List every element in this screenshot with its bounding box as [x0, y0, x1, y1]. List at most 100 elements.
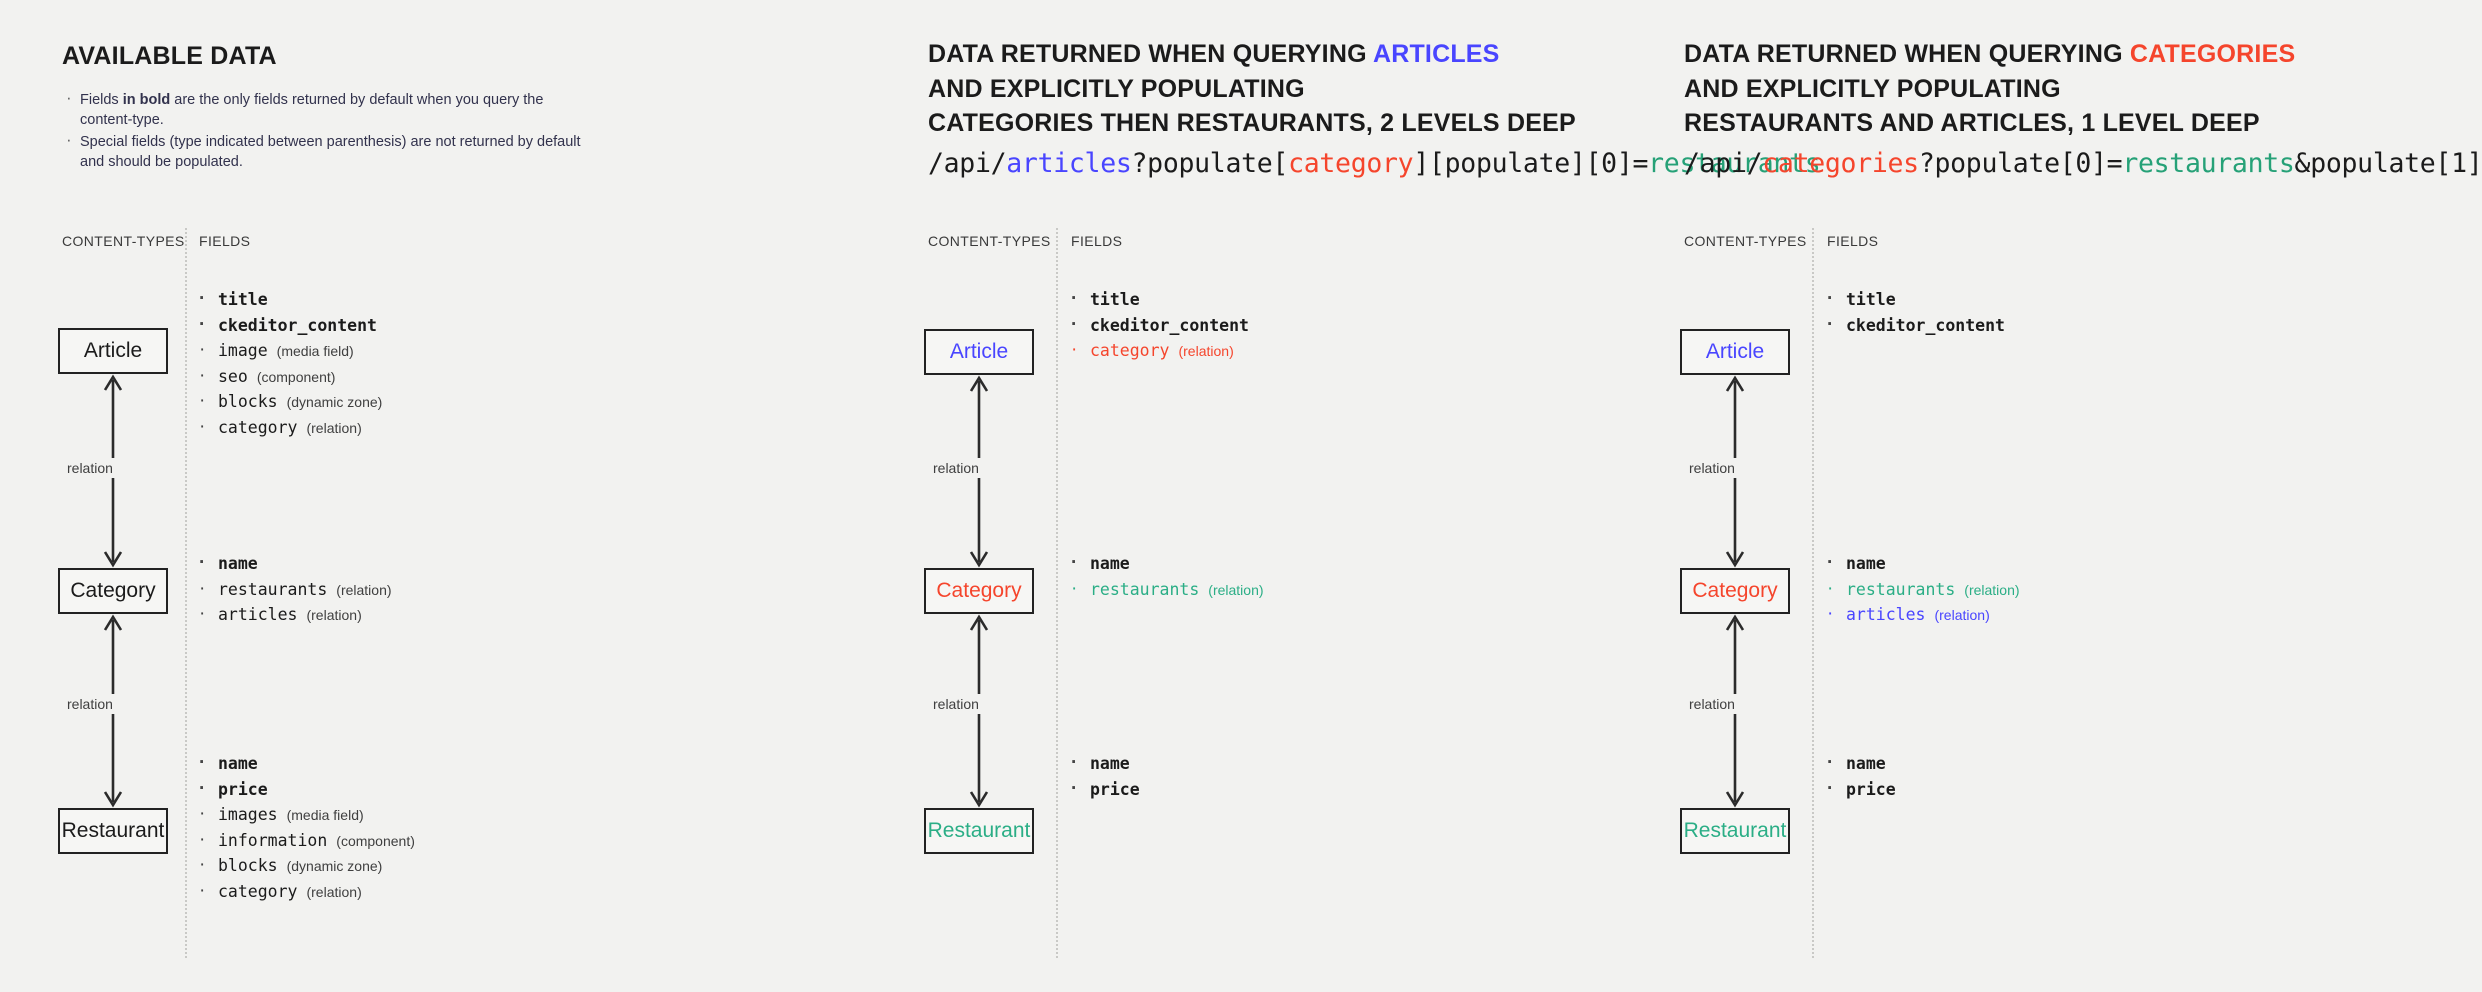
field-row: restaurants(relation): [199, 577, 392, 603]
field-row: category(relation): [199, 879, 415, 905]
field-group-article: title ckeditor_content category(relation…: [1071, 287, 1249, 364]
column-1-heading: AVAILABLE DATA: [62, 40, 277, 73]
column-divider: [1812, 228, 1814, 958]
field-group-restaurant: name price images(media field) informati…: [199, 751, 415, 904]
field-row: ckeditor_content: [199, 313, 382, 339]
field-annotation: (relation): [306, 607, 362, 623]
field-row: restaurants(relation): [1827, 577, 2020, 603]
url-segment-categories: categories: [1762, 148, 1919, 179]
field-row: image(media field): [199, 338, 382, 364]
field-annotation: (component): [336, 832, 415, 849]
heading-line: AVAILABLE DATA: [62, 42, 277, 70]
content-type-label: Article: [949, 340, 1009, 363]
content-type-box-category[interactable]: Category: [924, 568, 1034, 614]
column-divider: [185, 228, 187, 958]
relation-label: relation: [928, 694, 984, 714]
content-type-box-restaurant[interactable]: Restaurant: [1680, 808, 1790, 854]
caption-content-types: CONTENT-TYPES: [928, 233, 1051, 249]
content-type-box-category[interactable]: Category: [1680, 568, 1790, 614]
content-type-box-restaurant[interactable]: Restaurant: [924, 808, 1034, 854]
content-type-label: Restaurant: [61, 819, 165, 842]
content-type-label: Category: [936, 579, 1022, 602]
field-row: name: [1071, 551, 1264, 577]
field-row: information(component): [199, 828, 415, 854]
caption-content-types: CONTENT-TYPES: [1684, 233, 1807, 249]
field-annotation: (relation): [1964, 581, 2020, 598]
url-segment-articles: articles: [1006, 148, 1132, 179]
caption-content-types: CONTENT-TYPES: [62, 233, 185, 249]
column-query-articles: DATA RETURNED WHEN QUERYING ARTICLES AND…: [856, 0, 1821, 992]
column-2-heading-line-2: AND EXPLICITLY POPULATING: [928, 75, 1305, 103]
field-row: restaurants(relation): [1071, 577, 1264, 603]
note-item: Fields in bold are the only fields retur…: [80, 88, 592, 130]
content-type-box-article[interactable]: Article: [58, 328, 168, 374]
field-row: name: [1827, 751, 1896, 777]
field-group-category: name restaurants(relation) articles(rela…: [1827, 551, 2020, 628]
relation-label: relation: [62, 458, 118, 478]
field-annotation: (component): [256, 368, 336, 385]
field-row: blocks(dynamic zone): [199, 389, 382, 415]
heading-highlight-articles: ARTICLES: [1372, 40, 1500, 68]
caption-fields: FIELDS: [1071, 233, 1123, 249]
column-3-heading-line-3: RESTAURANTS AND ARTICLES, 1 LEVEL DEEP: [1684, 109, 2260, 137]
api-url-articles: /api/articles?populate[category][populat…: [928, 148, 1821, 179]
field-row: title: [1827, 287, 2005, 313]
column-query-categories: DATA RETURNED WHEN QUERYING CATEGORIES A…: [1622, 0, 2482, 992]
field-row: ckeditor_content: [1071, 313, 1249, 339]
field-row: price: [1071, 777, 1140, 803]
field-row: name: [199, 751, 415, 777]
content-type-label: Category: [1692, 579, 1778, 602]
field-row: title: [1071, 287, 1249, 313]
field-annotation: (media field): [286, 807, 364, 823]
field-annotation: (relation): [1934, 607, 1990, 623]
caption-fields: FIELDS: [1827, 233, 1879, 249]
url-segment-category: category: [1288, 148, 1414, 179]
content-type-label: Article: [83, 339, 143, 362]
field-group-category: name restaurants(relation): [1071, 551, 1264, 602]
field-row: images(media field): [199, 802, 415, 828]
column-3-heading-line-1: DATA RETURNED WHEN QUERYING CATEGORIES: [1684, 40, 2296, 68]
field-row: articles(relation): [1827, 602, 2020, 628]
url-segment-restaurants: restaurants: [2122, 148, 2295, 179]
url-segment-restaurants: restaurants: [1648, 148, 1821, 179]
field-annotation: (relation): [1178, 343, 1234, 359]
content-type-box-article[interactable]: Article: [924, 329, 1034, 375]
column-3-heading-line-2: AND EXPLICITLY POPULATING: [1684, 75, 2061, 103]
content-type-box-category[interactable]: Category: [58, 568, 168, 614]
content-type-box-restaurant[interactable]: Restaurant: [58, 808, 168, 854]
field-annotation: (relation): [1208, 581, 1264, 598]
field-row: seo(component): [199, 364, 382, 390]
content-type-label: Restaurant: [927, 819, 1031, 842]
field-row: title: [199, 287, 382, 313]
field-row: price: [199, 777, 415, 803]
column-2-heading-line-3: CATEGORIES THEN RESTAURANTS, 2 LEVELS DE…: [928, 109, 1576, 137]
content-type-label: Category: [70, 579, 156, 602]
field-group-article: title ckeditor_content image(media field…: [199, 287, 382, 440]
column-available-data: AVAILABLE DATA Fields in bold are the on…: [0, 0, 856, 992]
field-annotation: (relation): [336, 581, 392, 598]
relation-label: relation: [62, 694, 118, 714]
content-type-label: Article: [1705, 340, 1765, 363]
note-bold: in bold: [122, 92, 171, 108]
field-group-article: title ckeditor_content: [1827, 287, 2005, 338]
field-group-category: name restaurants(relation) articles(rela…: [199, 551, 392, 628]
content-type-box-article[interactable]: Article: [1680, 329, 1790, 375]
field-row: blocks(dynamic zone): [199, 853, 415, 879]
field-row: category(relation): [1071, 338, 1249, 364]
field-row: articles(relation): [199, 602, 392, 628]
relation-label: relation: [1684, 694, 1740, 714]
field-annotation: (relation): [306, 419, 362, 436]
field-annotation: (dynamic zone): [286, 394, 383, 410]
content-type-label: Restaurant: [1683, 819, 1787, 842]
column-1-notes: Fields in bold are the only fields retur…: [62, 88, 592, 172]
field-group-restaurant: name price: [1827, 751, 1896, 802]
field-row: price: [1827, 777, 1896, 803]
field-row: ckeditor_content: [1827, 313, 2005, 339]
field-row: name: [199, 551, 392, 577]
field-annotation: (media field): [276, 343, 354, 359]
field-row: name: [1071, 751, 1140, 777]
column-2-heading-line-1: DATA RETURNED WHEN QUERYING ARTICLES: [928, 40, 1500, 68]
heading-highlight-categories: CATEGORIES: [2129, 40, 2296, 68]
field-row: name: [1827, 551, 2020, 577]
